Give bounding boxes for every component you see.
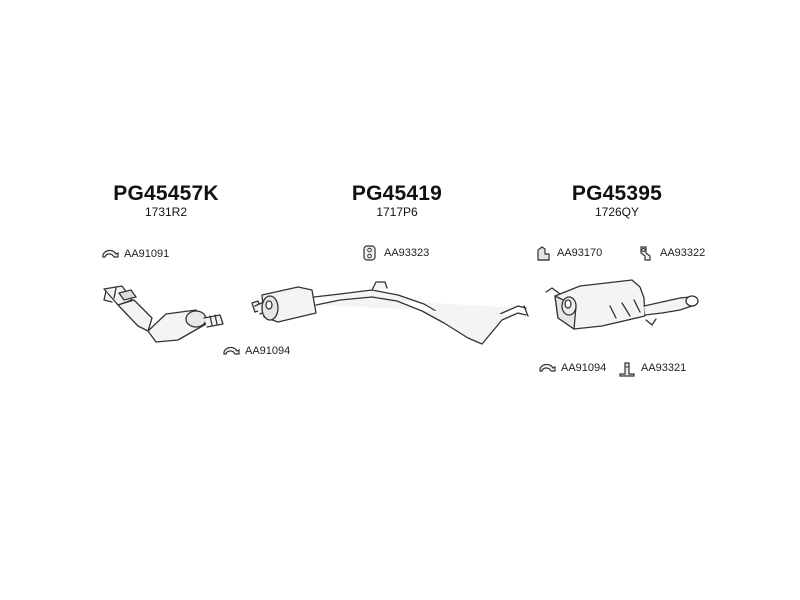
part-number: PG45457K xyxy=(113,182,219,205)
clamp-icon xyxy=(100,245,120,263)
clamp-icon xyxy=(221,342,241,360)
accessory-code: AA91091 xyxy=(124,248,170,260)
hanger-accessory-aa93322[interactable]: AA93322 xyxy=(636,243,705,263)
oem-reference: 1717P6 xyxy=(376,205,418,219)
oem-reference: 1731R2 xyxy=(144,205,188,219)
middle-silencer-drawing xyxy=(251,281,529,345)
rubber-mount-accessory-aa93323[interactable]: AA93323 xyxy=(360,243,429,263)
clamp-accessory-aa91091[interactable]: AA91091 xyxy=(100,244,169,264)
clamp-icon xyxy=(537,359,557,377)
catalytic-converter-header: PG45457K 1731R2 xyxy=(71,182,261,220)
catalytic-converter-drawing xyxy=(103,285,224,343)
rubber-mount-icon xyxy=(360,244,380,262)
oem-reference: 1726QY xyxy=(594,205,640,219)
part-number: PG45395 xyxy=(571,182,663,205)
part-number: PG45419 xyxy=(351,182,443,205)
bracket-accessory-aa93170[interactable]: AA93170 xyxy=(533,243,602,263)
clamp-accessory-aa91094[interactable]: AA91094 xyxy=(221,341,290,361)
rear-silencer-header: PG45395 1726QY xyxy=(522,182,712,220)
accessory-code: AA91094 xyxy=(561,362,607,374)
clamp-accessory-aa91094[interactable]: AA91094 xyxy=(537,358,606,378)
bracket-icon xyxy=(533,244,553,262)
accessory-code: AA93321 xyxy=(641,362,687,374)
accessory-code: AA93323 xyxy=(384,247,430,259)
middle-silencer-header: PG45419 1717P6 xyxy=(302,182,492,220)
hanger-icon xyxy=(636,244,656,262)
accessory-code: AA91094 xyxy=(245,345,291,357)
accessory-code: AA93170 xyxy=(557,247,603,259)
mounting-bracket-icon xyxy=(617,359,637,377)
accessory-code: AA93322 xyxy=(660,247,706,259)
mounting-bracket-accessory-aa93321[interactable]: AA93321 xyxy=(617,358,686,378)
rear-silencer-drawing xyxy=(545,279,699,330)
